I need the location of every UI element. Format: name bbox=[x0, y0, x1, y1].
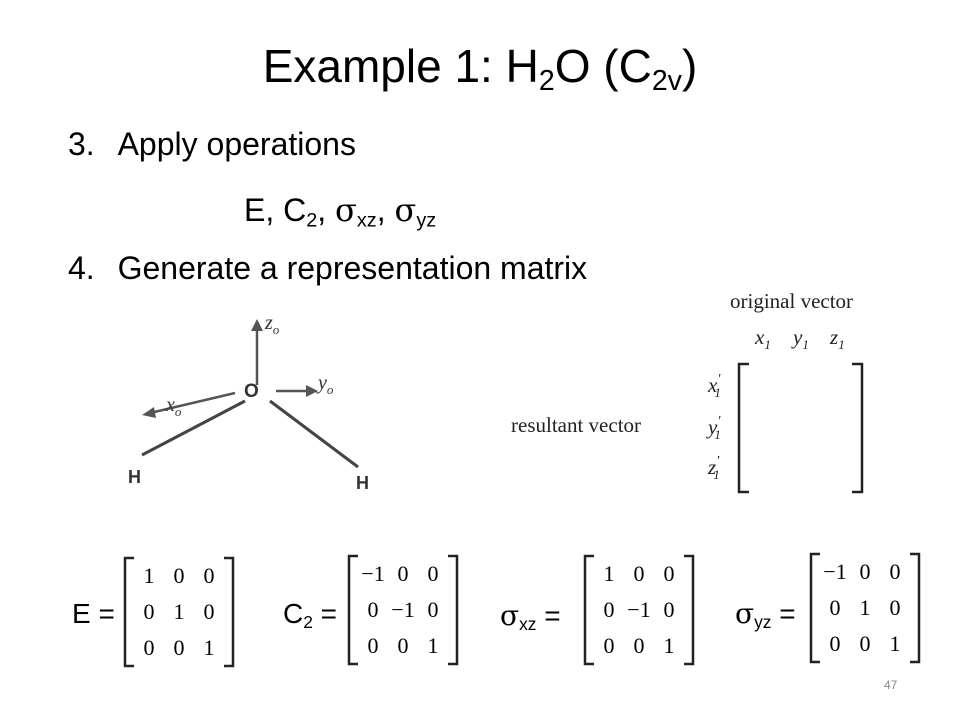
matrix-cell: 1 bbox=[663, 633, 675, 658]
matrix-cell: 0 bbox=[603, 597, 615, 622]
matrix-cell: 0 bbox=[397, 561, 409, 586]
matrix-cell: 0 bbox=[173, 635, 185, 660]
matrix-cell: 0 bbox=[633, 561, 645, 586]
matrix-c2-brackets bbox=[347, 554, 459, 666]
matrix-cell: 0 bbox=[633, 633, 645, 658]
matrix-cell: 0 bbox=[663, 597, 675, 622]
matrix-cell: 0 bbox=[889, 559, 901, 584]
res-z1: z′1 bbox=[707, 454, 720, 482]
operations-list: E, C2, σxz, σyz bbox=[244, 191, 437, 232]
x-axis-arrow bbox=[149, 391, 236, 415]
matrix-e-brackets bbox=[123, 556, 235, 668]
orig-x1: x1 bbox=[754, 325, 771, 352]
matrix-cell: 0 bbox=[173, 563, 185, 588]
original-vector-label: original vector bbox=[730, 289, 853, 313]
matrix-cell: 1 bbox=[173, 599, 185, 624]
matrix-cell: 0 bbox=[427, 561, 439, 586]
matrix-cell: −1 bbox=[361, 561, 385, 586]
matrix-cell: 0 bbox=[427, 597, 439, 622]
matrix-cell: −1 bbox=[823, 559, 847, 584]
step-4: 4. Generate a representation matrix bbox=[68, 248, 587, 288]
matrix-cell: 0 bbox=[603, 633, 615, 658]
matrix-cell: 1 bbox=[203, 635, 215, 660]
matrix-cell: 1 bbox=[143, 563, 155, 588]
orig-y1: y1 bbox=[791, 325, 809, 352]
matrix-cell: 0 bbox=[203, 599, 215, 624]
matrix-sigma-yz-label: σyz = bbox=[735, 597, 796, 632]
res-y1: y′1 bbox=[706, 414, 721, 442]
oxygen-label: O bbox=[244, 381, 259, 402]
orig-z1: z1 bbox=[829, 325, 845, 352]
matrix-sigma-xz-label: σxz = bbox=[500, 599, 561, 634]
matrix-cell: 0 bbox=[859, 559, 871, 584]
matrix-cell: 0 bbox=[889, 595, 901, 620]
matrix-cell: 0 bbox=[397, 633, 409, 658]
matrix-e-label: E = bbox=[72, 598, 115, 629]
vector-schematic: original vector x1 y1 z1 resultant vecto… bbox=[511, 289, 864, 494]
matrix-cell: 1 bbox=[603, 561, 615, 586]
matrix-cell: 1 bbox=[859, 595, 871, 620]
matrix-cell: −1 bbox=[391, 597, 415, 622]
matrix-cell: 0 bbox=[829, 595, 841, 620]
matrix-cell: 0 bbox=[203, 563, 215, 588]
right-oh-bond bbox=[269, 399, 359, 469]
water-molecule-diagram: zo yo xo O H H bbox=[128, 312, 369, 493]
page-number: 47 bbox=[884, 678, 898, 692]
res-x1: x′1 bbox=[707, 372, 721, 400]
step-4-text: Generate a representation matrix bbox=[117, 250, 588, 286]
matrix-cell: 0 bbox=[143, 635, 155, 660]
y-label: yo bbox=[316, 372, 334, 397]
matrix-sigma-yz-brackets bbox=[809, 552, 921, 664]
left-oh-bond bbox=[141, 399, 246, 457]
step-3-number: 3. bbox=[68, 126, 95, 162]
hydrogen-left-label: H bbox=[128, 467, 141, 487]
matrix-cell: 0 bbox=[367, 597, 379, 622]
step-4-number: 4. bbox=[68, 250, 95, 286]
z-label: zo bbox=[264, 312, 280, 337]
matrix-cell: 1 bbox=[427, 633, 439, 658]
hydrogen-right-label: H bbox=[356, 473, 369, 493]
matrix-cell: 0 bbox=[829, 631, 841, 656]
matrix-cell: 0 bbox=[367, 633, 379, 658]
step-3: 3. Apply operations bbox=[68, 124, 356, 164]
step-3-text: Apply operations bbox=[117, 126, 356, 162]
resultant-vector-label: resultant vector bbox=[511, 413, 641, 437]
x-label: xo bbox=[165, 394, 182, 419]
left-bracket bbox=[737, 362, 749, 494]
matrix-sigma-xz-brackets bbox=[583, 554, 695, 666]
matrix-cell: 0 bbox=[859, 631, 871, 656]
matrix-cell: 0 bbox=[663, 561, 675, 586]
matrix-cell: −1 bbox=[627, 597, 651, 622]
slide-title: Example 1: H2O (C2v) bbox=[262, 40, 698, 97]
matrix-c2-label: C2 = bbox=[283, 598, 338, 632]
matrix-cell: 1 bbox=[889, 631, 901, 656]
matrix-cell: 0 bbox=[143, 599, 155, 624]
right-bracket bbox=[852, 362, 864, 494]
